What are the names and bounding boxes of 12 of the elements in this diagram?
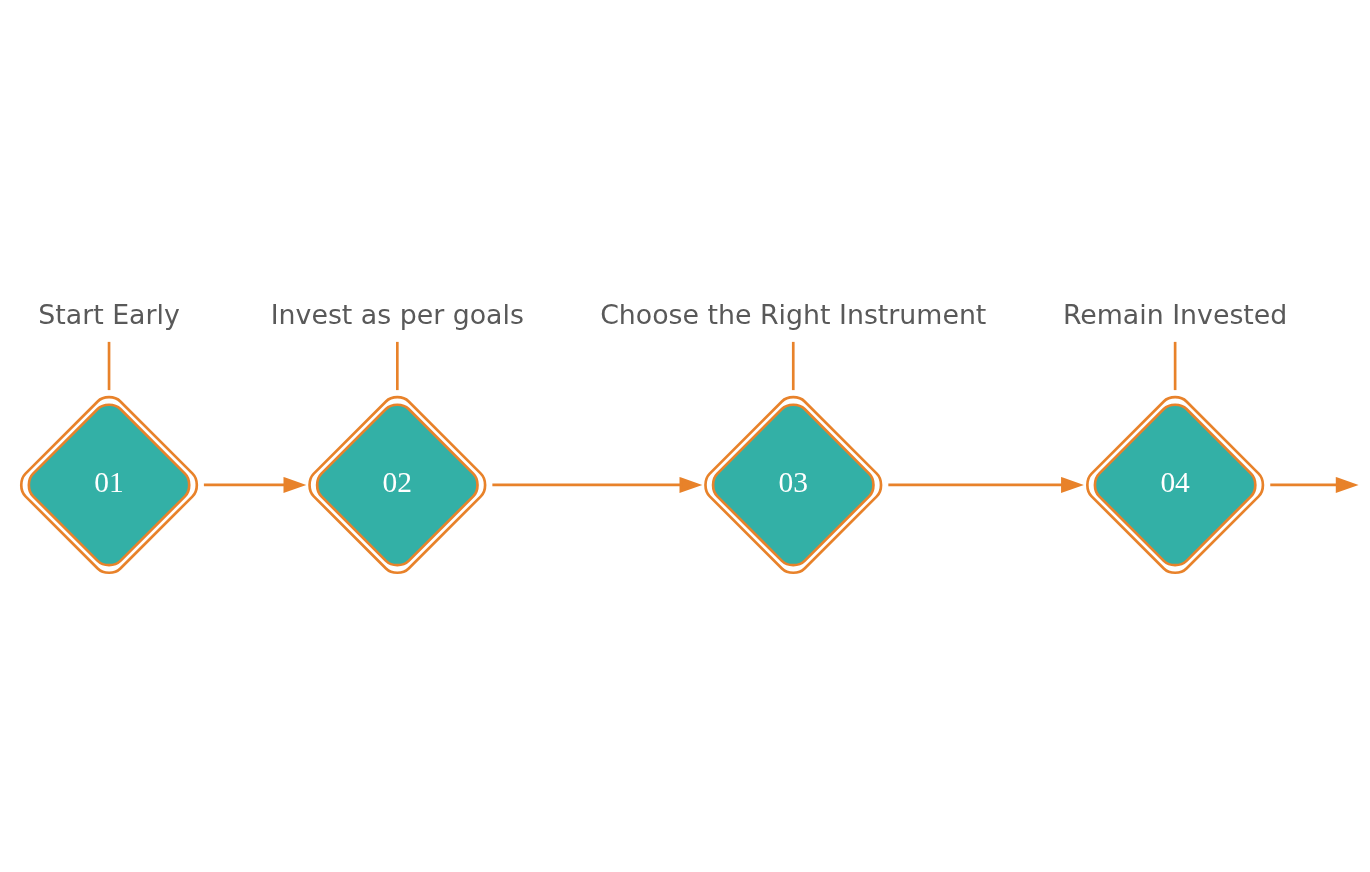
connector (791, 341, 795, 390)
connector (1173, 341, 1177, 390)
arrow (203, 476, 307, 493)
node-text: Choose the Right Instrument (600, 298, 987, 330)
connector (107, 341, 111, 390)
connector (396, 341, 399, 390)
node-text: Invest as per goals (270, 298, 524, 330)
arrow (1270, 476, 1359, 493)
node-text: Remain Invested (1062, 298, 1288, 330)
arrow (492, 476, 703, 493)
arrow (888, 476, 1084, 493)
node-text: Start Early (38, 298, 180, 330)
